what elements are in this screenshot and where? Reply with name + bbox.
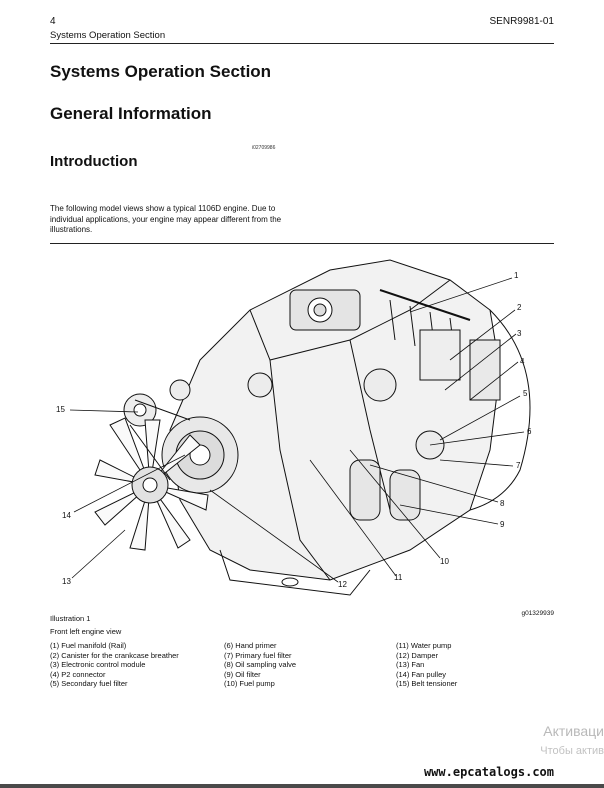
callout-6: 6 — [527, 427, 532, 436]
intro-paragraph: The following model views show a typical… — [50, 204, 282, 234]
legend-column-2: (6) Hand primer (7) Primary fuel filter … — [224, 641, 296, 689]
doc-id: i02709986 — [252, 145, 276, 151]
callout-8: 8 — [500, 499, 505, 508]
page-number: 4 — [50, 16, 56, 27]
bottom-bar — [0, 784, 604, 788]
legend-item: (5) Secondary fuel filter — [50, 679, 128, 688]
legend-item: (10) Fuel pump — [224, 679, 275, 688]
legend-column-1: (1) Fuel manifold (Rail) (2) Canister fo… — [50, 641, 179, 689]
callout-12: 12 — [338, 580, 347, 589]
callout-4: 4 — [520, 357, 525, 366]
illustration-title: Illustration 1 — [50, 614, 91, 623]
callout-10: 10 — [440, 557, 449, 566]
illustration-subtitle: Front left engine view — [50, 627, 122, 636]
legend-item: (9) Oil filter — [224, 669, 261, 679]
engine-illustration: 1 2 3 4 5 6 7 8 9 10 11 12 13 14 15 — [56, 259, 532, 596]
legend-item: (11) Water pump — [396, 641, 452, 650]
page-title: Systems Operation Section — [50, 62, 272, 81]
activation-watermark-title: Активаци — [543, 723, 604, 739]
callout-11: 11 — [394, 573, 403, 582]
header-section: Systems Operation Section — [50, 30, 166, 41]
legend-item: (3) Electronic control module — [50, 660, 146, 669]
legend-item: (1) Fuel manifold (Rail) — [50, 641, 127, 650]
activation-watermark-text: Чтобы актив — [540, 745, 604, 757]
legend-item: (6) Hand primer — [224, 641, 277, 650]
doc-number: SENR9981-01 — [489, 16, 554, 27]
callout-1: 1 — [514, 271, 519, 280]
callout-13: 13 — [62, 577, 71, 586]
site-url[interactable]: www.epcatalogs.com — [423, 765, 554, 779]
callout-5: 5 — [523, 389, 528, 398]
subsection-title: Introduction — [50, 153, 138, 170]
legend-item: (8) Oil sampling valve — [224, 660, 297, 669]
callout-14: 14 — [62, 511, 71, 520]
header-divider — [50, 43, 554, 44]
legend-item: (2) Canister for the crankcase breather — [50, 650, 179, 660]
legend-column-3: (11) Water pump (12) Damper (13) Fan (14… — [396, 641, 457, 689]
illustration-id: g01329939 — [521, 610, 554, 617]
legend-item: (7) Primary fuel filter — [224, 650, 292, 660]
callout-3: 3 — [517, 329, 522, 338]
callout-2: 2 — [517, 303, 522, 312]
legend-item: (12) Damper — [396, 650, 439, 660]
legend-item: (4) P2 connector — [50, 669, 106, 679]
legend-item: (15) Belt tensioner — [396, 679, 458, 688]
legend-item: (14) Fan pulley — [396, 669, 447, 679]
content-divider — [50, 243, 554, 244]
callout-7: 7 — [516, 461, 521, 470]
section-title: General Information — [50, 104, 212, 123]
legend-item: (13) Fan — [396, 660, 425, 669]
callout-15: 15 — [56, 405, 65, 414]
callout-9: 9 — [500, 520, 505, 529]
